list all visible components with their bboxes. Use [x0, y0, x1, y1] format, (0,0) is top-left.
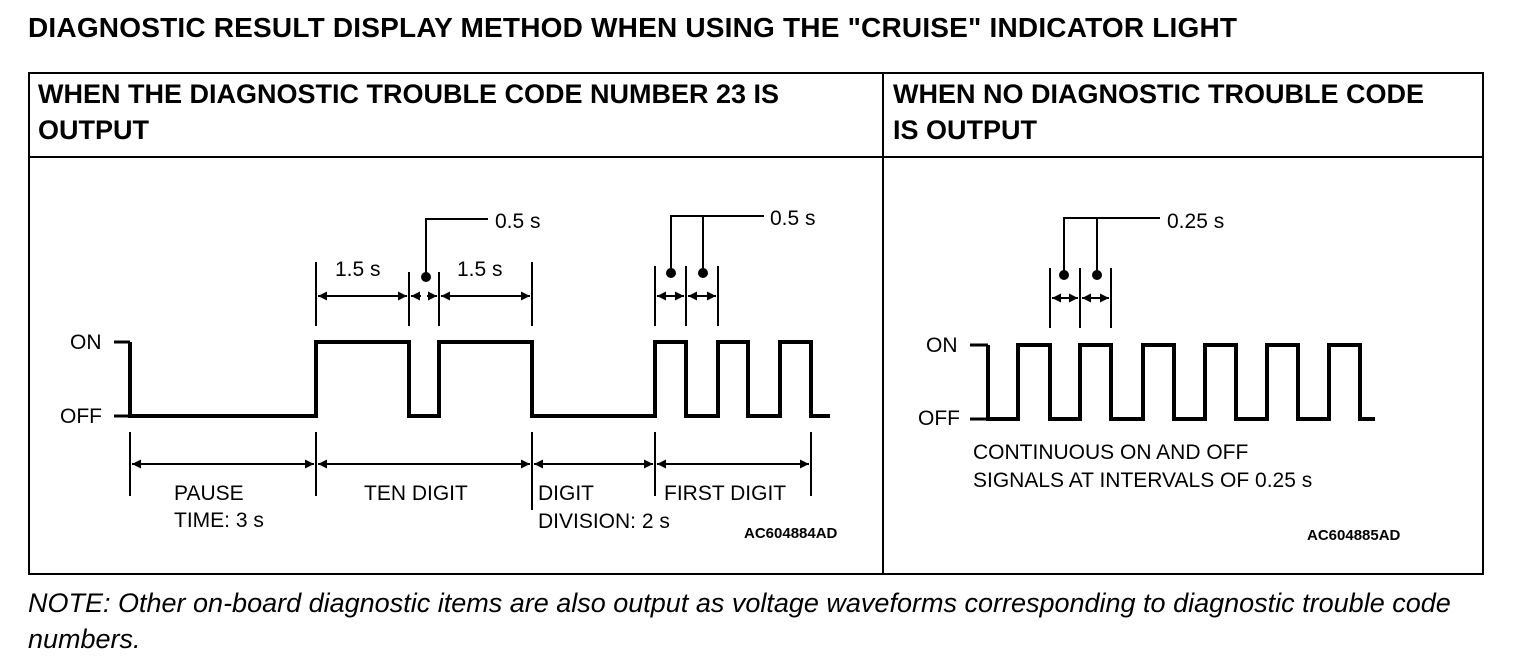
label-ten-digit: TEN DIGIT	[364, 482, 468, 505]
leader-dot-0-5-s-b-1	[666, 268, 676, 278]
label-0-5-s-a: 0.5 s	[495, 210, 541, 233]
leader-dot-0-25-s-2	[1092, 270, 1102, 280]
footnote: NOTE: Other on-board diagnostic items ar…	[28, 588, 1451, 654]
right-off-label: OFF	[918, 407, 960, 430]
label-digit-division-line1: DIGIT	[538, 482, 594, 505]
right-on-label: ON	[926, 334, 958, 357]
right-desc-line2: SIGNALS AT INTERVALS OF 0.25 s	[973, 469, 1312, 492]
label-pause-line1: PAUSE	[174, 482, 244, 505]
panel-divider	[882, 72, 884, 575]
left-off-label: OFF	[60, 405, 102, 428]
leader-0-5-s-b-1	[670, 215, 764, 270]
left-signal-waveform	[128, 340, 830, 418]
label-1-5-s-b: 1.5 s	[457, 258, 503, 281]
label-0-25-s: 0.25 s	[1167, 210, 1224, 233]
right-figure-code: AC604885AD	[1307, 527, 1401, 544]
leader-0-25-s-1	[1063, 217, 1160, 271]
diagram-frame	[28, 72, 1484, 575]
label-pause-line2: TIME: 3 s	[174, 509, 264, 532]
leader-dot-0-5-s-b-2	[698, 268, 708, 278]
left-panel-header: WHEN THE DIAGNOSTIC TROUBLE CODE NUMBER …	[38, 79, 780, 145]
right-desc-line1: CONTINUOUS ON AND OFF	[973, 441, 1248, 464]
page-title: DIAGNOSTIC RESULT DISPLAY METHOD WHEN US…	[28, 12, 1238, 43]
left-on-label: ON	[70, 331, 102, 354]
right-panel-header: WHEN NO DIAGNOSTIC TROUBLE CODE IS OUTPU…	[893, 79, 1424, 145]
right-waveform-group: ON OFF 0.25 s CONTINUOUS ON AND OFF SIGN…	[918, 210, 1401, 544]
label-0-5-s-b: 0.5 s	[770, 207, 816, 230]
left-figure-code: AC604884AD	[744, 525, 838, 542]
header-divider	[28, 156, 1484, 158]
label-first-digit: FIRST DIGIT	[664, 482, 786, 505]
leader-0-5-s-a	[425, 218, 488, 274]
leader-dot-0-25-s-1	[1059, 270, 1069, 280]
label-digit-division-line2: DIVISION: 2 s	[538, 510, 670, 533]
right-signal-waveform	[986, 343, 1375, 421]
left-waveform-group: ON OFF 1.5 s 1.5 s 0.5 s 0.5 s	[60, 207, 838, 542]
leader-dot-0-5-s-a	[421, 272, 431, 282]
label-1-5-s-a: 1.5 s	[335, 258, 381, 281]
